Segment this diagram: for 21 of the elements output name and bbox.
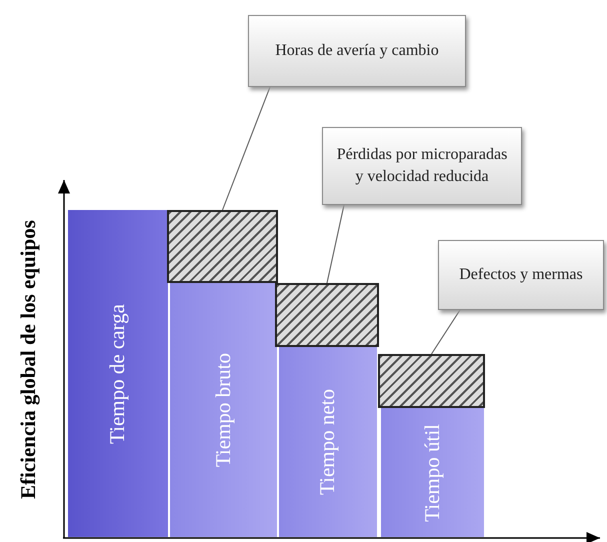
bar-label: Tiempo neto — [316, 389, 340, 495]
callout-box — [322, 127, 522, 205]
time-bar — [170, 283, 277, 537]
axis-title: Eficiencia global de los equipos — [16, 220, 41, 502]
bar-label: Tiempo útil — [420, 424, 444, 522]
leader-line — [431, 310, 460, 354]
leader-line — [222, 86, 270, 210]
callout-text: Defectos y mermas — [459, 265, 583, 286]
bar-label: Tiempo bruto — [212, 352, 236, 468]
callout-text: Pérdidas por microparadas y velocidad reducida — [336, 145, 508, 187]
callout-text: Horas de avería y cambio — [275, 41, 439, 62]
time-bar — [381, 408, 484, 537]
callout-box — [438, 240, 604, 310]
loss-block — [167, 210, 278, 283]
loss-block — [378, 354, 485, 408]
callout-box — [248, 15, 466, 87]
loss-block — [275, 283, 379, 347]
time-bar — [279, 347, 377, 537]
time-bar — [68, 210, 168, 537]
leader-line — [326, 204, 344, 284]
bar-label: Tiempo de carga — [106, 304, 130, 444]
